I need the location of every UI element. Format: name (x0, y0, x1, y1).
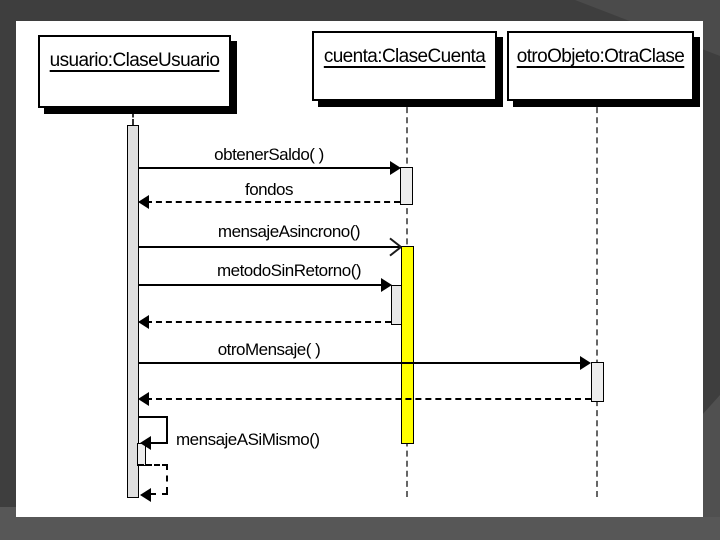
message-label-metodo-sin-retorno: metodoSinRetorno() (216, 261, 362, 280)
lifeline-usuario (132, 104, 134, 125)
message-line-obtener-saldo (138, 167, 392, 169)
background-bottom-bar (0, 517, 720, 540)
lifeline-otroobjeto (596, 97, 598, 497)
background-right-shade (702, 395, 720, 517)
activation-bar-cuenta-highlighted (401, 246, 414, 444)
return-arrowhead-icon (138, 315, 149, 329)
sync-arrowhead-icon (390, 161, 401, 175)
sync-arrowhead-icon (381, 278, 392, 292)
activation-bar-otroobjeto (591, 362, 604, 402)
return-arrowhead-icon (138, 195, 149, 209)
message-line-metodo-sin-retorno (138, 284, 383, 286)
return-line-fondos (146, 201, 400, 203)
self-call-bottom-line (150, 442, 168, 444)
return-line-metodo-sin-retorno (146, 321, 391, 323)
object-label-cuenta: cuenta:ClaseCuenta (323, 46, 486, 67)
object-label-usuario: usuario:ClaseUsuario (49, 50, 220, 71)
message-label-mensaje-asincrono: mensajeAsincrono() (217, 222, 361, 241)
self-return-bottom-line (150, 493, 168, 495)
self-call-right-line (166, 416, 168, 444)
object-box-usuario: usuario:ClaseUsuario (38, 35, 231, 108)
object-box-otroobjeto: otroObjeto:OtraClase (507, 31, 694, 101)
activation-bar-usuario (127, 125, 139, 498)
object-box-cuenta: cuenta:ClaseCuenta (312, 31, 497, 101)
message-label-otro-mensaje: otroMensaje( ) (217, 340, 321, 359)
sync-arrowhead-icon (580, 356, 591, 370)
message-line-mensaje-asincrono (138, 246, 401, 248)
background-left-notch (0, 507, 16, 519)
self-call-top-line (138, 416, 168, 418)
message-label-fondos: fondos (244, 180, 294, 199)
self-return-top-line (138, 464, 168, 466)
message-label-obtener-saldo: obtenerSaldo( ) (214, 145, 324, 164)
self-call-arrowhead-icon (140, 436, 151, 450)
message-label-mensaje-a-si-mismo: mensajeASiMismo() (176, 430, 320, 449)
return-arrowhead-icon (138, 392, 149, 406)
self-return-arrowhead-icon (140, 488, 151, 502)
message-line-otro-mensaje (138, 362, 583, 364)
self-return-right-line (166, 464, 168, 493)
return-line-otro-mensaje (146, 398, 591, 400)
activation-bar-cuenta-first (400, 167, 413, 205)
object-label-otroobjeto: otroObjeto:OtraClase (516, 46, 685, 67)
